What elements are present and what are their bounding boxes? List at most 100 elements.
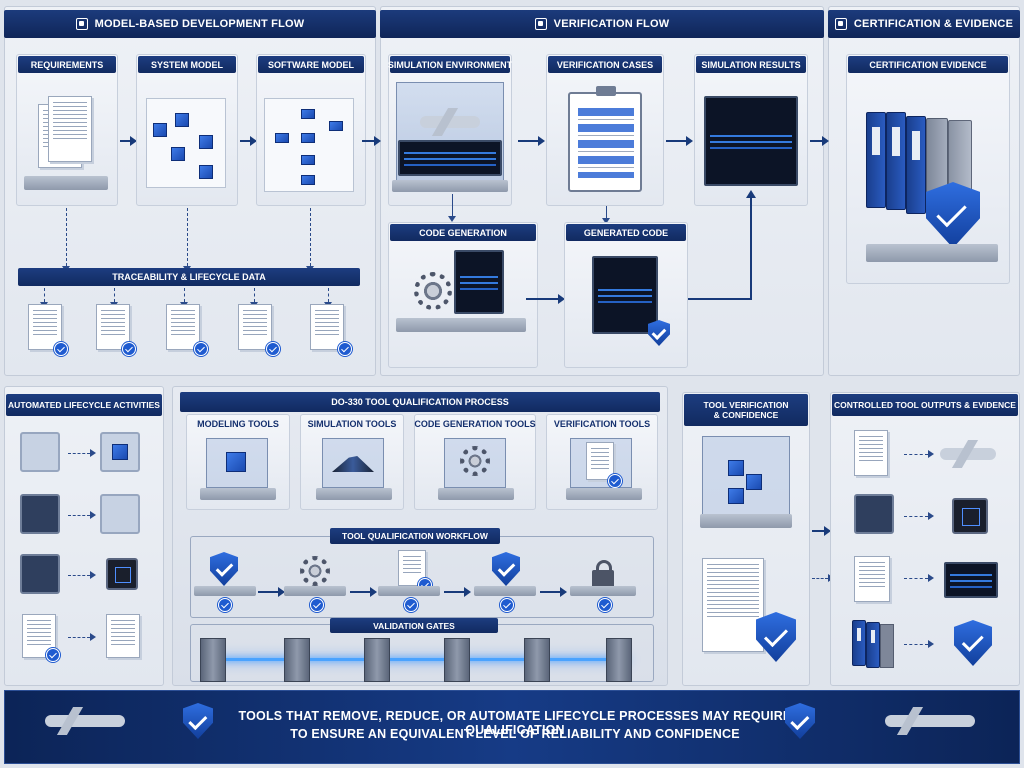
modeling-tools-label: MODELING TOOLS [197, 419, 279, 429]
verification-cases-label: VERIFICATION CASES [548, 56, 662, 73]
check-icon [608, 474, 622, 488]
report-icon [854, 556, 890, 602]
certification-header: CERTIFICATION & EVIDENCE [828, 10, 1020, 38]
flow-link [602, 206, 610, 224]
automated-activities-header: AUTOMATED LIFECYCLE ACTIVITIES [6, 394, 162, 416]
footer-banner: TOOLS THAT REMOVE, REDUCE, OR AUTOMATE L… [4, 690, 1020, 764]
clipboard-icon [568, 86, 642, 192]
results-link [688, 298, 752, 300]
lifecycle-doc-icon [238, 304, 272, 350]
workflow-arrow [258, 587, 285, 597]
workflow-arrow [444, 587, 471, 597]
workflow-label: TOOL QUALIFICATION WORKFLOW [330, 528, 500, 544]
block [301, 133, 315, 143]
lifecycle-doc-icon [310, 304, 344, 350]
pedestal [378, 586, 440, 596]
section-icon [834, 18, 847, 30]
gate-server-icon [364, 638, 390, 682]
binder-icon [886, 112, 906, 210]
block [329, 121, 343, 131]
lock-icon [592, 560, 614, 588]
chip-icon [106, 558, 138, 590]
trace-link [183, 208, 191, 272]
gate-server-icon [606, 638, 632, 682]
traceability-label: TRACEABILITY & LIFECYCLE DATA [112, 272, 266, 282]
block [153, 123, 167, 137]
aircraft-icon [885, 715, 975, 727]
checklist-icon [22, 614, 56, 658]
check-icon [338, 342, 352, 356]
chip-icon [952, 498, 988, 534]
trace-link [324, 288, 332, 308]
output-arrow [904, 512, 934, 520]
trace-link [62, 208, 70, 272]
clipboard-icon [586, 442, 614, 480]
pedestal [194, 586, 256, 596]
output-link [812, 574, 834, 582]
output-arrow [904, 574, 934, 582]
software-model-label: SOFTWARE MODEL [258, 56, 364, 73]
gate-server-icon [524, 638, 550, 682]
software-diagram [264, 98, 354, 192]
results-link-head [746, 190, 756, 198]
lifecycle-doc-icon [96, 304, 130, 350]
tool-verification-line2: & CONFIDENCE [713, 410, 779, 420]
tool-verification-header: TOOL VERIFICATION & CONFIDENCE [684, 394, 808, 426]
block [746, 474, 762, 490]
block [301, 155, 315, 165]
clipboard-clip [596, 86, 616, 96]
activity-arrow [68, 449, 96, 457]
simulation-environment-label: SIMULATION ENVIRONMENT [388, 56, 512, 73]
block [199, 165, 213, 179]
system-model-label: SYSTEM MODEL [138, 56, 236, 73]
pedestal [316, 488, 392, 500]
binder-icon [906, 116, 926, 214]
model-flow-title: MODEL-BASED DEVELOPMENT FLOW [94, 18, 305, 30]
section-icon [534, 18, 547, 30]
controlled-outputs-header: CONTROLLED TOOL OUTPUTS & EVIDENCE [832, 394, 1018, 416]
flow-arrow [526, 294, 565, 304]
lifecycle-doc-icon [28, 304, 62, 350]
pedestal [438, 488, 514, 500]
checklist [578, 108, 634, 178]
flow-arrow [362, 136, 381, 146]
verification-flow-header: VERIFICATION FLOW [380, 10, 824, 38]
gears-icon [300, 556, 330, 586]
flow-link [448, 194, 456, 222]
tool-verification-line1: TOOL VERIFICATION [703, 400, 789, 410]
activity-arrow [68, 571, 96, 579]
block [199, 135, 213, 149]
results-link [750, 196, 752, 300]
pedestal [396, 318, 526, 332]
qualification-header: DO-330 TOOL QUALIFICATION PROCESS [180, 392, 660, 412]
flow-arrow [120, 136, 137, 146]
code-icon [20, 554, 60, 594]
aircraft-icon [45, 715, 125, 727]
output-arrow [904, 640, 934, 648]
pedestal [474, 586, 536, 596]
check-icon [218, 598, 232, 612]
trace-link [306, 208, 314, 272]
document-icon [854, 430, 888, 476]
footer-line-2: TO ENSURE AN EQUIVALENT LEVEL OF RELIABI… [290, 727, 740, 741]
document-icon [48, 96, 92, 162]
section-icon [75, 18, 88, 30]
validation-gates-label: VALIDATION GATES [330, 618, 498, 633]
verification-tools-label: VERIFICATION TOOLS [553, 419, 651, 429]
flow-arrow [812, 526, 831, 536]
gate-server-icon [444, 638, 470, 682]
binder-icon [866, 112, 886, 208]
flow-arrow [518, 136, 545, 146]
code-screen [454, 250, 504, 314]
waveform-icon [20, 494, 60, 534]
flow-arrow [240, 136, 257, 146]
block [301, 175, 315, 185]
pedestal [392, 180, 508, 192]
check-icon [46, 648, 60, 662]
output-arrow [904, 450, 934, 458]
certification-evidence-label: CERTIFICATION EVIDENCE [848, 56, 1008, 73]
check-icon [266, 342, 280, 356]
workflow-arrow [350, 587, 377, 597]
check-icon [122, 342, 136, 356]
generated-code-label: GENERATED CODE [566, 224, 686, 241]
